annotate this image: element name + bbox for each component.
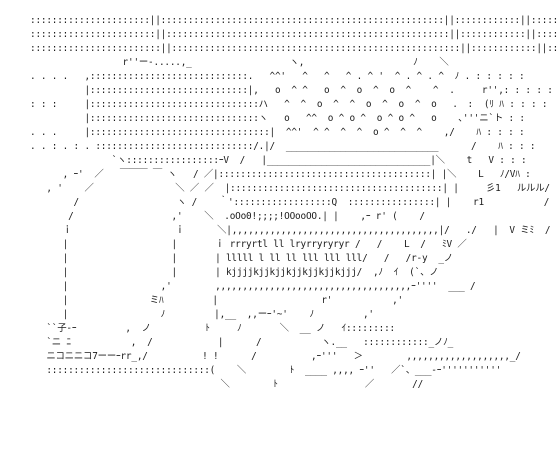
art-line: , ｰ' ／ ￣￣￣ ￣ ヽ / ／|:::::::::::::::::::::… <box>30 169 531 180</box>
art-line: r''ー-.....,_ ヽ, ﾉ ＼ <box>30 57 449 68</box>
art-line: | | | lllll l ll ll lll lll lll/ / /r-y … <box>30 253 453 264</box>
art-line: ::::::::::::::::::::::::::::::( ＼ ﾄ ____… <box>30 365 502 376</box>
art-line: ｉ ｉ ＼|,,,,,,,,,,,,,,,,,,,,,,,,,,,,,,,,,,… <box>30 225 551 236</box>
art-line: . . . |:::::::::::::::::::::::::::::::::… <box>30 127 525 138</box>
art-line: ::::::::::::::::::::::::||::::::::::::::… <box>30 43 558 54</box>
art-line: `ヽ:::::::::::::::::ｰV / |_______________… <box>30 155 527 166</box>
art-line: . . . . ,:::::::::::::::::::::::::::::. … <box>30 71 525 82</box>
art-line: / ヽ / ｀'::::::::::::::::::Q ::::::::::::… <box>30 197 550 208</box>
art-line: :::::::::::::::::::::::||:::::::::::::::… <box>30 29 558 40</box>
art-line: |:::::::::::::::::::::::::::::|, o ^ ^ o… <box>30 85 553 96</box>
art-line: . . : . : . ::::::::::::::::::::::::::::… <box>30 141 536 152</box>
art-line: ニコニニコ7ーーｰrr_,/ ! ! / ,ｰ''' ＞ ,,,,,,,,,,,… <box>30 351 521 362</box>
art-line: ``子-ｰ , ノ ﾄ ﾉ ＼ __ ノ ｲ::::::::: <box>30 323 395 334</box>
art-line: / ,' ＼ .oOo0!;;;;!OOooOO.| | ,ｰ r' ( / <box>30 211 425 222</box>
art-line: ＼ ﾄ ／ // <box>30 379 424 390</box>
art-line: |:::::::::::::::::::::::::::::::ヽ o ^^ o… <box>30 113 525 124</box>
art-line: | ﾉ |,__ ,,ーｰ'~' ﾉ ,' <box>30 309 374 320</box>
art-line: `ニ ﾆ , / | / ヽ.__ ::::::::::::_ノﾉ_ <box>30 337 454 348</box>
art-line: | | | kjjjjkjjkjjkjjkjjkjjkjjj/ ,ﾉ ｲ (`、… <box>30 267 439 278</box>
ascii-art: ::::::::::::::::::::::||::::::::::::::::… <box>30 14 558 392</box>
art-line: ::::::::::::::::::::::||::::::::::::::::… <box>30 15 558 26</box>
art-line: : : : |:::::::::::::::::::::::::::::::ハ … <box>30 99 548 110</box>
art-line: , ' ／ ＼ ／ ／ |:::::::::::::::::::::::::::… <box>30 183 550 194</box>
art-line: | ミﾊ | r' ,' <box>30 295 404 306</box>
art-line: | ,' ,,,,,,,,,,,,,,,,,,,,,,,,,,,,,,,,,,,… <box>30 281 476 292</box>
art-line: | | ｉ rrryrtl ll lryrryryryr / / L / ﾐV … <box>30 239 467 250</box>
